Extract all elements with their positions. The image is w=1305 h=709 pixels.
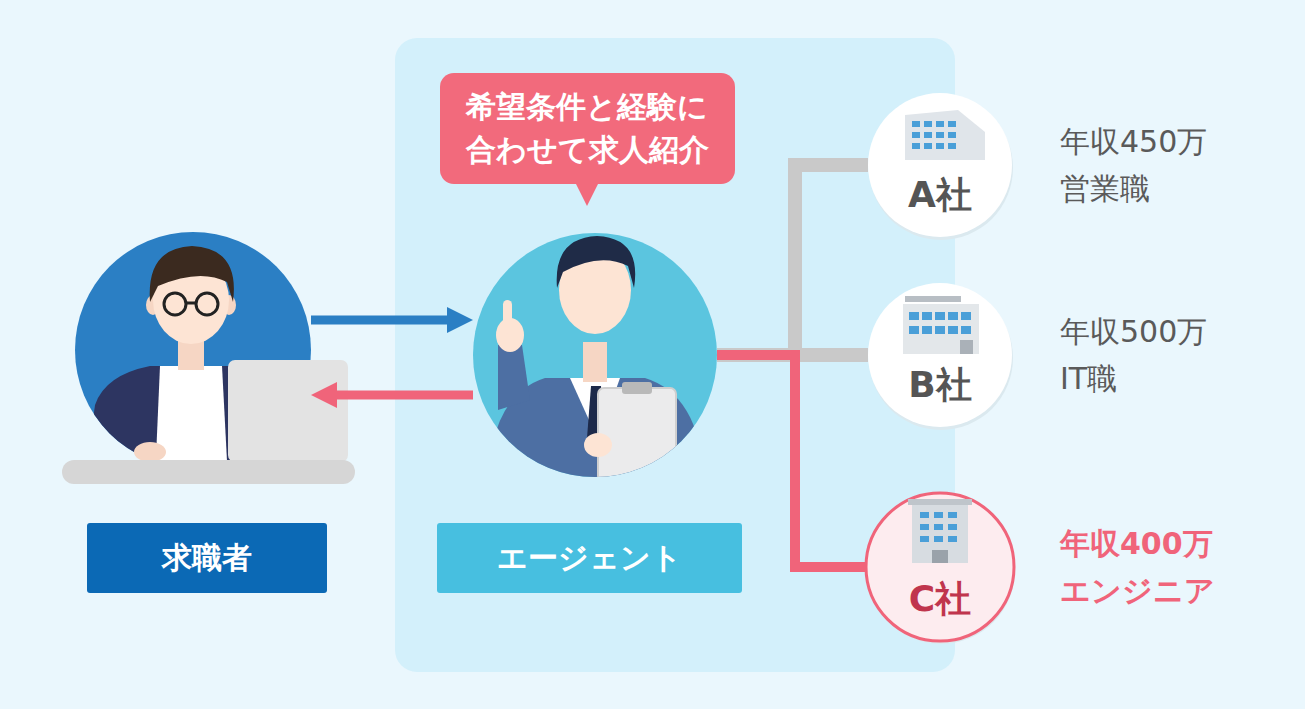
seeker-hand: [134, 442, 166, 462]
node-label: 求職者: [87, 523, 327, 593]
agent-finger: [503, 300, 512, 334]
seeker-node: 求職者: [75, 232, 311, 468]
window: [909, 312, 919, 320]
window: [948, 326, 958, 334]
window: [948, 143, 956, 149]
company-circle: [866, 493, 1014, 641]
company-circle: [868, 93, 1012, 237]
window: [948, 121, 956, 127]
branch-line: [717, 165, 868, 355]
window: [924, 121, 932, 127]
window: [961, 312, 971, 320]
door: [960, 340, 973, 354]
window: [912, 143, 920, 149]
window: [922, 326, 932, 334]
window: [948, 536, 957, 542]
laptop: [228, 360, 348, 462]
window: [920, 524, 929, 530]
window: [912, 132, 920, 138]
company-node: B社年収500万 IT職: [868, 283, 1012, 427]
window: [934, 536, 943, 542]
building-a: [905, 110, 985, 160]
company-info: 年収400万 エンジニア: [1060, 521, 1215, 614]
agent-neck: [583, 342, 607, 382]
bubble-text: 希望条件と経験に 合わせて求人紹介: [466, 85, 709, 172]
flow-arrow: [311, 316, 447, 325]
window: [912, 121, 920, 127]
seeker-glasses: [186, 302, 196, 305]
building-c: [912, 503, 968, 563]
building-b-sign: [905, 296, 961, 302]
company-info: 年収450万 営業職: [1060, 119, 1207, 212]
agent-figure: [488, 236, 704, 492]
node-label: エージェント: [437, 523, 742, 593]
window: [924, 143, 932, 149]
window: [935, 326, 945, 334]
desk: [62, 460, 355, 484]
window: [948, 524, 957, 530]
seeker-hair: [150, 246, 234, 302]
window: [920, 536, 929, 542]
window: [948, 312, 958, 320]
window: [909, 326, 919, 334]
window: [934, 512, 943, 518]
window: [961, 326, 971, 334]
window: [948, 132, 956, 138]
window: [936, 121, 944, 127]
window: [922, 312, 932, 320]
seeker-glasses: [196, 293, 218, 315]
company-name: C社: [866, 579, 1014, 619]
door: [932, 550, 948, 563]
speech-bubble: 希望条件と経験に 合わせて求人紹介: [440, 73, 735, 184]
agent-hair: [557, 236, 636, 288]
company-circle: [868, 283, 1012, 427]
building-b: [903, 304, 979, 354]
agent-sleeve: [498, 345, 530, 410]
window: [935, 312, 945, 320]
company-node: C社年収400万 エンジニア: [866, 493, 1014, 641]
company-info: 年収500万 IT職: [1060, 309, 1207, 402]
window: [936, 143, 944, 149]
company-node: A社年収450万 営業職: [868, 93, 1012, 237]
window: [934, 524, 943, 530]
seeker-glasses: [164, 293, 186, 315]
flow-arrow: [337, 391, 473, 400]
window: [920, 512, 929, 518]
company-name: B社: [868, 365, 1012, 405]
clipboard-clip: [622, 382, 652, 394]
agent-node: エージェント: [473, 233, 717, 477]
company-name: A社: [868, 175, 1012, 215]
building-c-roof: [908, 499, 972, 505]
window: [936, 132, 944, 138]
agent-hand: [584, 433, 612, 457]
window: [924, 132, 932, 138]
window: [948, 512, 957, 518]
